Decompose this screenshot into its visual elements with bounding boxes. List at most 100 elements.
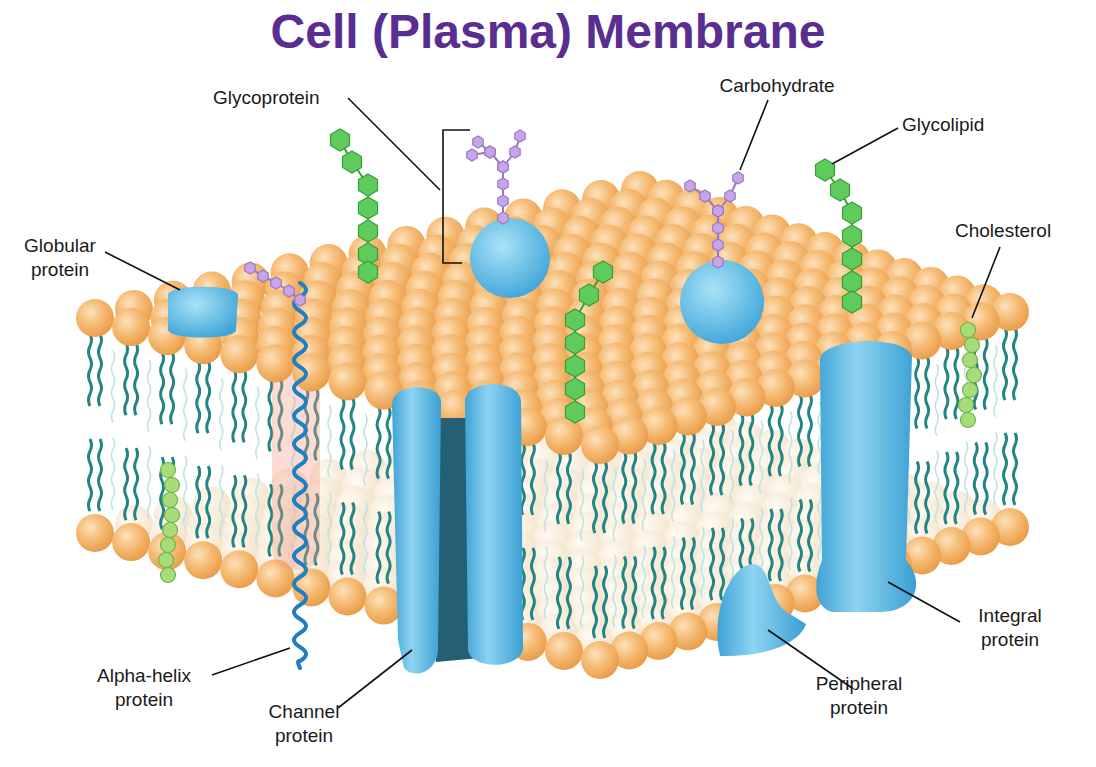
- leader-line: [212, 648, 290, 675]
- lipid-tail: [740, 414, 743, 486]
- leader-line: [105, 252, 180, 290]
- lipid-tail: [1004, 433, 1007, 505]
- lipid-tail: [328, 492, 331, 564]
- glycolipid-sugar: [359, 220, 378, 242]
- lipid-tails: [89, 328, 1017, 638]
- lipid-tail: [220, 378, 223, 450]
- cholesterol-bead: [967, 368, 982, 383]
- lipid-tail: [243, 475, 246, 547]
- lipid-tail: [135, 343, 138, 415]
- lipid-tail: [207, 466, 210, 538]
- lipid-tail: [681, 433, 684, 505]
- lipid-tail: [269, 484, 272, 556]
- lipid-tail: [161, 352, 164, 424]
- title: Cell (Plasma) Membrane: [0, 4, 1096, 59]
- lipid-tail: [256, 387, 259, 459]
- part-label: Globular protein: [14, 234, 106, 282]
- part-label: Peripheral protein: [803, 672, 915, 720]
- glycolipid-sugar: [816, 159, 835, 181]
- lipid-tail: [730, 430, 733, 502]
- phospholipid-head: [329, 578, 367, 616]
- lipid-tail: [184, 456, 187, 528]
- cholesterol-bead: [165, 508, 180, 523]
- lipid-tail: [691, 433, 694, 505]
- lipid-tail: [256, 474, 259, 546]
- glycolipid-sugar: [843, 248, 862, 270]
- lipid-tail: [387, 407, 390, 479]
- glycoprotein: [470, 218, 550, 298]
- carbohydrate: [700, 190, 710, 202]
- lipid-tail: [750, 414, 753, 486]
- glycolipid-sugar: [566, 378, 585, 400]
- carbohydrate: [295, 294, 305, 306]
- lipid-tail: [544, 459, 547, 531]
- lipid-tail: [184, 369, 187, 441]
- carbohydrate: [713, 222, 723, 234]
- carbohydrate: [498, 212, 508, 224]
- lipid-tail: [974, 443, 977, 515]
- part-label: Channel protein: [252, 700, 356, 748]
- leader-line: [832, 128, 898, 164]
- peripheral-protein: [717, 564, 806, 656]
- glycolipid-sugar: [566, 309, 585, 331]
- glycolipid-sugar: [843, 202, 862, 224]
- lipid-tail: [633, 557, 636, 629]
- lipid-tail: [531, 443, 534, 515]
- cholesterol-bead: [161, 538, 176, 553]
- lipid-tail: [701, 440, 704, 512]
- lipid-tail: [171, 352, 174, 424]
- lipid-tail: [769, 404, 772, 476]
- glycolipid-sugar: [831, 179, 850, 201]
- lipid-tail: [99, 439, 102, 511]
- carbohydrate: [510, 146, 520, 158]
- lipid-tail: [125, 448, 128, 520]
- lipid-tail: [220, 465, 223, 537]
- chains: [159, 129, 982, 668]
- lipid-tail: [377, 407, 380, 479]
- phospholipid-head: [545, 632, 583, 670]
- carbohydrate: [713, 239, 723, 251]
- carbohydrate: [733, 172, 743, 184]
- lipid-tail: [916, 357, 919, 429]
- lipid-tail: [809, 395, 812, 467]
- phospholipid-head: [76, 299, 114, 337]
- phospholipid-head: [545, 417, 583, 455]
- phospholipid-head: [184, 541, 222, 579]
- lipid-tail: [351, 398, 354, 470]
- lipid-tail: [711, 528, 714, 600]
- leader-line: [972, 247, 1000, 318]
- phospholipid-head: [112, 308, 150, 346]
- lipid-tail: [581, 469, 584, 541]
- glycolipid-sugar: [594, 261, 613, 283]
- carbohydrate: [271, 277, 281, 289]
- phospholipid-head: [292, 353, 330, 391]
- cholesterol-bead: [165, 478, 180, 493]
- part-label: Glycoprotein: [213, 86, 348, 110]
- glycolipid-sugar: [359, 197, 378, 219]
- lipid-tail: [613, 468, 616, 540]
- glycoprotein: [680, 260, 764, 344]
- lipid-tail: [662, 547, 665, 619]
- part-label: Glycolipid: [902, 113, 1012, 137]
- carbohydrate: [498, 178, 508, 190]
- lipid-tail: [89, 439, 92, 511]
- lipid-tail: [642, 546, 645, 618]
- cholesterol-bead: [961, 323, 976, 338]
- lipid-tail: [99, 334, 102, 406]
- carbohydrate: [725, 190, 735, 202]
- phospholipid-head: [76, 514, 114, 552]
- glycolipid-sugar: [566, 401, 585, 423]
- cholesterol-bead: [161, 463, 176, 478]
- carbohydrate: [515, 130, 525, 142]
- lipid-tail: [243, 370, 246, 442]
- carbohydrate: [245, 262, 255, 274]
- lipid-tail: [623, 452, 626, 524]
- lipid-tail: [955, 347, 958, 419]
- lipid-tail: [197, 361, 200, 433]
- glycolipid-sugar: [843, 291, 862, 313]
- lipid-tail: [672, 536, 675, 608]
- lipid-tail: [377, 512, 380, 584]
- lipid-tail: [604, 461, 607, 533]
- lipid-tail: [935, 451, 938, 523]
- glycolipid-sugar: [359, 174, 378, 196]
